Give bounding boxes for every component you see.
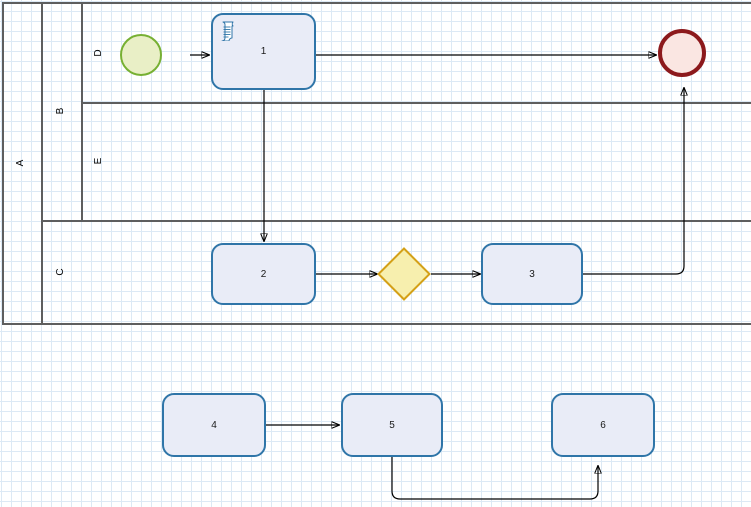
task-5[interactable]: 5 xyxy=(341,393,443,457)
sublane-label-e: E xyxy=(93,157,104,165)
task-2[interactable]: 2 xyxy=(211,243,316,305)
sublane-divider-d-e xyxy=(81,102,751,104)
lane-sublane-divider xyxy=(81,2,83,221)
lane-divider-b-c xyxy=(41,220,751,222)
task-3[interactable]: 3 xyxy=(481,243,583,305)
flow-task5-to-task6 xyxy=(391,457,598,500)
task-4[interactable]: 4 xyxy=(162,393,266,457)
end-event[interactable] xyxy=(658,29,706,77)
pool-a[interactable] xyxy=(2,2,751,325)
task-3-label: 3 xyxy=(529,268,535,280)
start-event[interactable] xyxy=(120,34,162,76)
lane-label-b: B xyxy=(55,107,66,115)
lane-label-c: C xyxy=(55,268,66,276)
pool-label-a: A xyxy=(15,159,26,167)
task-4-label: 4 xyxy=(211,419,217,431)
task-1-label: 1 xyxy=(260,46,267,57)
pool-lane-divider-1 xyxy=(41,2,43,325)
sublane-label-d: D xyxy=(93,49,104,57)
task-6-label: 6 xyxy=(600,419,606,431)
task-1[interactable]: 1 xyxy=(211,13,316,90)
task-6[interactable]: 6 xyxy=(551,393,655,457)
task-5-label: 5 xyxy=(389,419,395,431)
task-2-label: 2 xyxy=(260,268,267,280)
script-document-icon xyxy=(221,21,234,41)
